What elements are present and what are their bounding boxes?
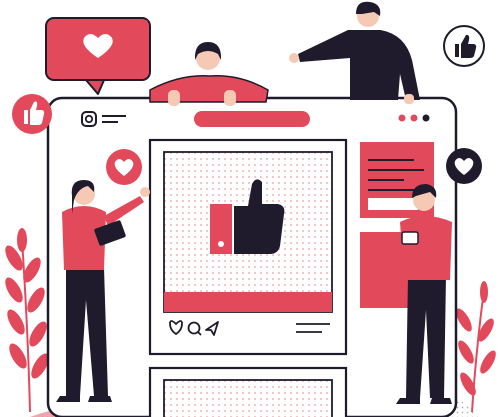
right-leaf-plant (456, 281, 496, 413)
window-controls[interactable] (398, 114, 430, 122)
search-bar[interactable] (194, 111, 310, 127)
heart-icon (83, 34, 113, 58)
menu-lines-icon (102, 115, 126, 123)
post-caption-lines (296, 323, 330, 333)
comment-icon[interactable] (187, 321, 202, 336)
heart-icon (106, 149, 142, 185)
heart-icon (446, 148, 482, 184)
thumbs-up-icon (12, 94, 52, 134)
man-thumbs-up-figure (289, 1, 420, 104)
post-image-banner (164, 292, 332, 312)
post-card (148, 138, 348, 356)
thumbs-up-icon (210, 179, 285, 254)
heart-speech-bubble (45, 17, 151, 95)
instagram-logo-icon (81, 111, 97, 127)
woman-peeking-figure (149, 42, 269, 106)
share-icon[interactable] (205, 321, 219, 336)
thumbs-up-icon (443, 25, 485, 67)
next-post-card (148, 366, 348, 417)
heart-icon[interactable] (169, 320, 183, 336)
man-with-phone-figure (396, 184, 452, 404)
woman-with-tablet-figure (56, 180, 150, 402)
left-leaf-plant (5, 228, 49, 413)
